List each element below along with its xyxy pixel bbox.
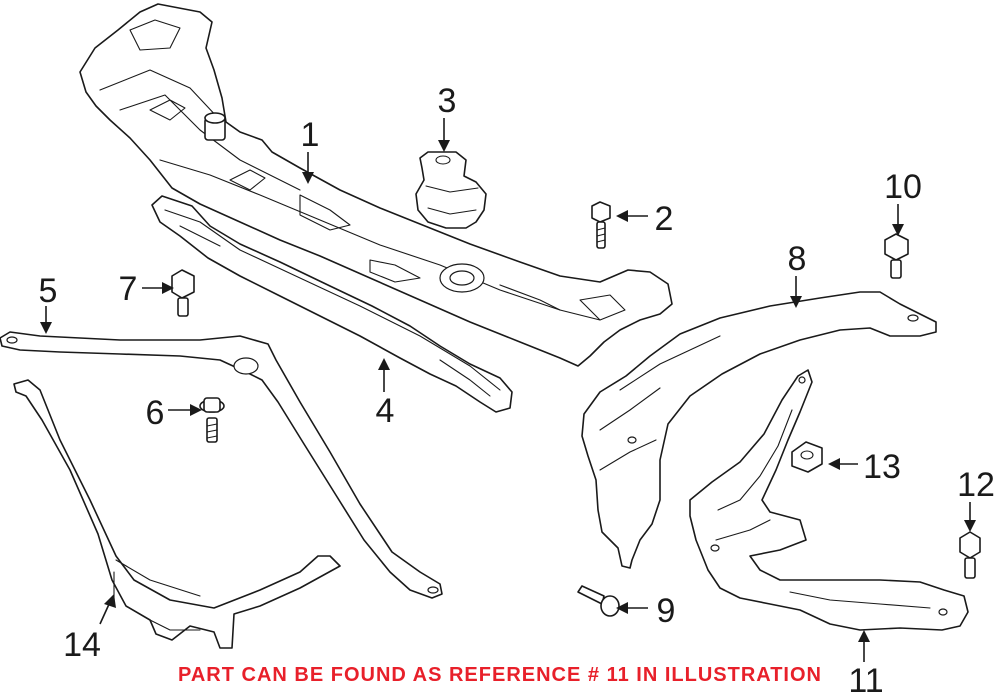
part-5-cross-brace [0, 331, 443, 599]
part-1-upper-support-panel [79, 3, 673, 367]
fastener-12-bolt [959, 531, 981, 579]
callout-1: 1 [301, 116, 320, 154]
callout-14: 14 [63, 626, 101, 664]
callout-6: 6 [146, 394, 165, 432]
callout-3: 3 [438, 82, 457, 120]
part-14-lower-support [13, 379, 341, 649]
callout-4: 4 [376, 392, 395, 430]
callout-13: 13 [863, 448, 901, 486]
reference-note: PART CAN BE FOUND AS REFERENCE # 11 IN I… [177, 664, 822, 686]
fastener-9-bolt [577, 585, 620, 617]
leader-lines [40, 118, 976, 662]
fastener-2-bolt [591, 201, 611, 249]
callout-12: 12 [957, 466, 995, 504]
fastener-7-bolt [171, 269, 195, 317]
callout-11: 11 [848, 662, 883, 697]
callout-5: 5 [39, 272, 58, 310]
callout-7: 7 [119, 270, 138, 308]
callout-9: 9 [657, 592, 676, 630]
fastener-10-bolt [884, 233, 909, 279]
callout-8: 8 [788, 240, 807, 278]
part-4-lower-tie-bar [151, 195, 513, 413]
part-11-bracket [689, 369, 969, 631]
callout-2: 2 [655, 200, 674, 238]
callout-10: 10 [884, 168, 922, 206]
fastener-13-nut [791, 441, 823, 473]
callout-numbers: 1 2 3 4 5 6 7 8 9 10 11 12 13 14 [39, 82, 995, 697]
part-8-side-bracket [581, 291, 937, 569]
part-3-upper-mount [415, 151, 487, 229]
fastener-6-bolt [199, 397, 225, 443]
